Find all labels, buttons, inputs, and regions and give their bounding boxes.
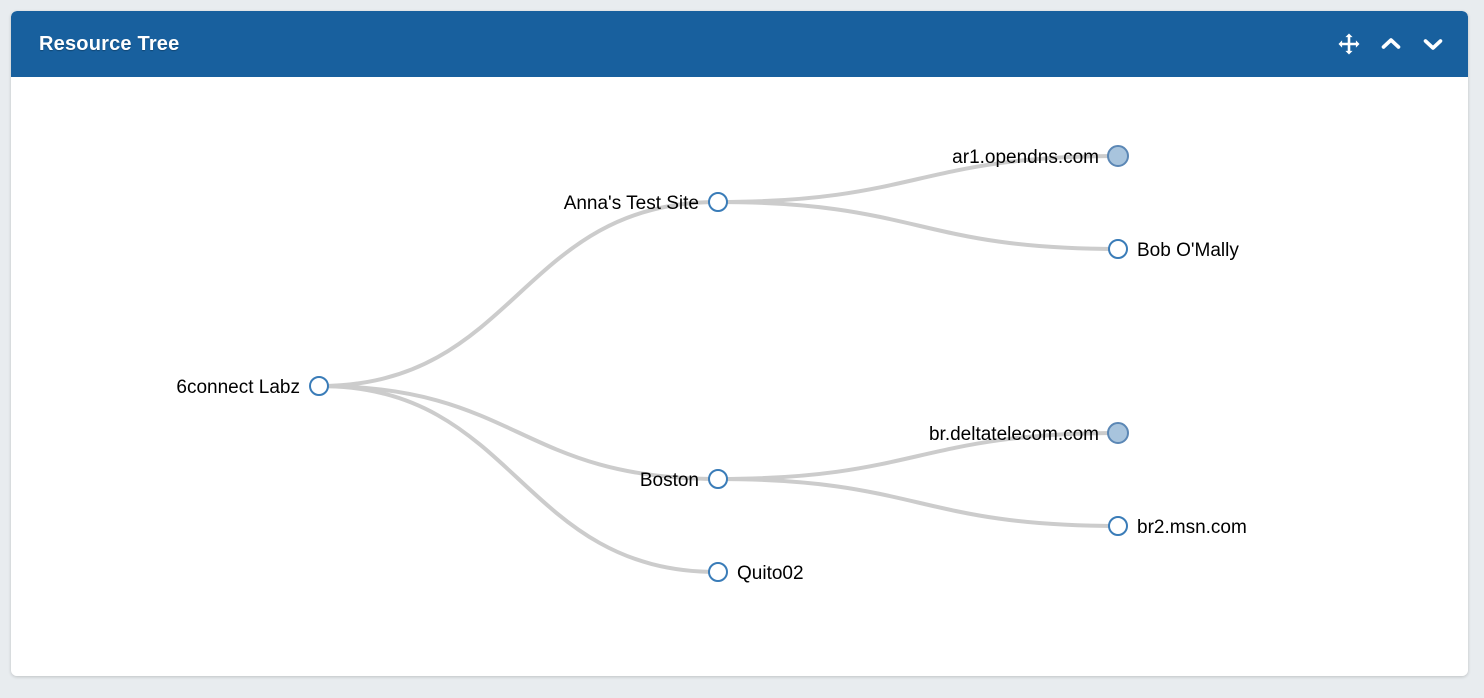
tree-link xyxy=(716,431,1120,481)
tree-link xyxy=(317,384,720,481)
tree-nodes-layer: 6connect Labz Anna's Test Site ar1.opendns… xyxy=(176,145,1247,584)
page-title: Resource Tree xyxy=(39,33,180,55)
tree-node-label: br2.msn.com xyxy=(1137,517,1247,538)
tree-node-circle-hollow[interactable] xyxy=(309,376,329,396)
tree-link xyxy=(716,477,1120,528)
tree-node-circle-hollow[interactable] xyxy=(1108,516,1128,536)
tree-link xyxy=(317,384,720,574)
tree-link xyxy=(716,200,1120,251)
move-icon[interactable] xyxy=(1336,31,1362,57)
tree-node-circle-filled[interactable] xyxy=(1107,145,1129,167)
tree-node[interactable]: 6connect Labz xyxy=(176,376,329,398)
tree-node-label: br.deltatelecom.com xyxy=(929,424,1099,445)
panel-header: Resource Tree xyxy=(11,11,1468,77)
tree-node[interactable]: Bob O'Mally xyxy=(1108,239,1239,261)
panel-body: 6connect Labz Anna's Test Site ar1.opendns… xyxy=(11,77,1468,676)
tree-node-label: Boston xyxy=(640,470,699,491)
tree-node-label: Bob O'Mally xyxy=(1137,240,1239,261)
tree-node-circle-hollow[interactable] xyxy=(708,469,728,489)
tree-node[interactable]: br.deltatelecom.com xyxy=(929,422,1129,445)
tree-node-circle-hollow[interactable] xyxy=(708,562,728,582)
chevron-down-icon[interactable] xyxy=(1420,31,1446,57)
tree-node[interactable]: Anna's Test Site xyxy=(564,192,728,214)
tree-node-label: ar1.opendns.com xyxy=(952,147,1099,168)
panel-toolbar xyxy=(1336,11,1446,77)
tree-links-layer xyxy=(317,154,1120,574)
tree-node-circle-hollow[interactable] xyxy=(708,192,728,212)
tree-node[interactable]: Boston xyxy=(640,469,728,491)
chevron-up-icon[interactable] xyxy=(1378,31,1404,57)
tree-node[interactable]: Quito02 xyxy=(708,562,804,584)
tree-node-circle-hollow[interactable] xyxy=(1108,239,1128,259)
tree-node-label: Quito02 xyxy=(737,563,804,584)
tree-link xyxy=(317,200,720,388)
tree-node-label: 6connect Labz xyxy=(176,377,300,398)
tree-node[interactable]: ar1.opendns.com xyxy=(952,145,1129,168)
tree-node-label: Anna's Test Site xyxy=(564,193,699,214)
tree-node-circle-filled[interactable] xyxy=(1107,422,1129,444)
tree-node[interactable]: br2.msn.com xyxy=(1108,516,1247,538)
resource-tree-graph[interactable]: 6connect Labz Anna's Test Site ar1.opendns… xyxy=(11,77,1468,676)
tree-link xyxy=(716,154,1120,204)
